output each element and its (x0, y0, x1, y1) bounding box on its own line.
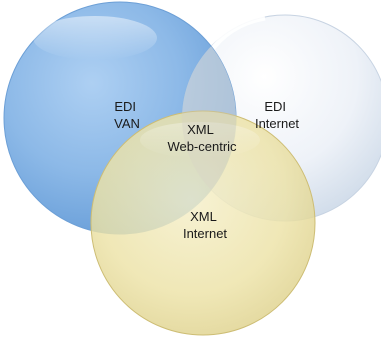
label-edi-van: EDI VAN (114, 99, 140, 131)
label-edi-internet: EDI Internet (255, 99, 299, 131)
label-xml-web-centric: XML Web-centric (167, 122, 237, 154)
xml-internet-circle (90, 110, 316, 336)
label-xml-internet: XML Internet (183, 209, 227, 241)
